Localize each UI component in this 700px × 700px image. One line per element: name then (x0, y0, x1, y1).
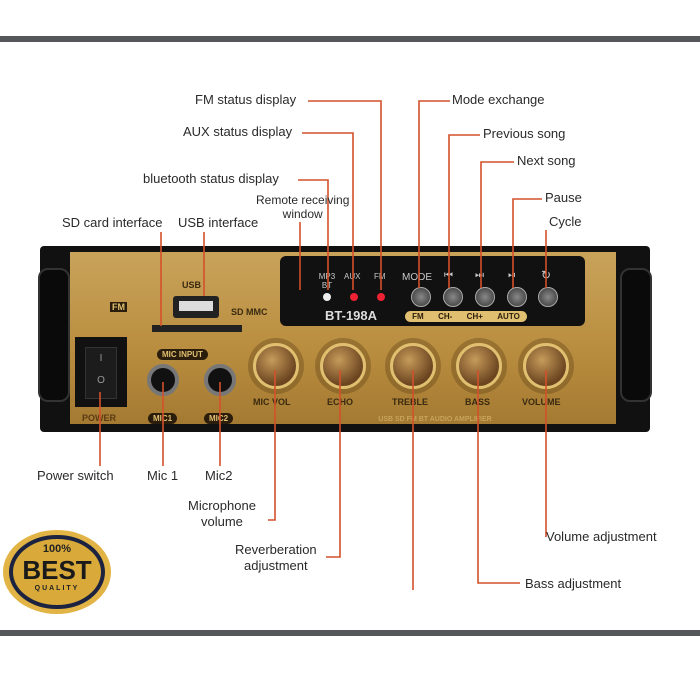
line-bass (477, 370, 520, 584)
line-next (480, 161, 514, 288)
mic-input-label: MIC INPUT (157, 349, 208, 360)
badge-seal-icon (3, 530, 111, 614)
callout-prev: Previous song (483, 126, 566, 141)
callout-power: Power switch (37, 468, 114, 483)
bottom-border (0, 630, 700, 636)
aux-status-led (350, 293, 358, 301)
sub-ch-plus: CH+ (466, 312, 483, 321)
callout-next: Next song (517, 153, 576, 168)
sub-fm: FM (412, 312, 424, 321)
sd-card-slot[interactable] (152, 325, 242, 332)
line-mode (418, 100, 450, 288)
line-echo (326, 370, 341, 558)
badge-main: BEST (22, 555, 92, 585)
bt-status-led (323, 293, 331, 301)
volume-label: VOLUME (522, 397, 561, 407)
callout-pause: Pause (545, 190, 582, 205)
callout-usb: USB interface (178, 215, 259, 230)
prev-button[interactable] (443, 287, 463, 307)
callout-cycle: Cycle (549, 214, 582, 229)
callout-mic-vol: Microphone volume (188, 498, 256, 530)
right-handle (620, 268, 652, 402)
badge-bottom: QUALITY (34, 585, 80, 592)
mic1-jack[interactable] (147, 364, 179, 396)
callout-aux-status: AUX status display (183, 124, 293, 139)
sub-auto: AUTO (497, 312, 520, 321)
top-border (0, 36, 700, 42)
usb-port[interactable] (173, 296, 219, 318)
line-pause (512, 198, 542, 288)
callout-fm-status: FM status display (195, 92, 297, 107)
callout-remote: Remote receiving window (256, 193, 349, 221)
sd-mmc-label: SD MMC (231, 307, 268, 317)
fm-label: FM (374, 272, 386, 281)
mic-vol-label: MIC VOL (253, 397, 291, 407)
play-pause-symbol: ⏯ (508, 270, 516, 281)
left-handle (38, 268, 70, 402)
callout-bass: Bass adjustment (525, 576, 622, 591)
next-button[interactable] (475, 287, 495, 307)
echo-knob[interactable] (320, 343, 366, 389)
line-bt-status (298, 179, 329, 290)
callout-mode: Mode exchange (452, 92, 545, 107)
sub-ch-minus: CH- (438, 312, 453, 321)
best-quality-badge: 100% BEST QUALITY (2, 527, 112, 617)
model-label: BT-198A (325, 308, 378, 323)
line-aux-status (302, 132, 354, 290)
mp3-bt-label: MP3 BT (318, 272, 336, 290)
button-sublabels: FM CH- CH+ AUTO (405, 311, 527, 322)
pause-button[interactable] (507, 287, 527, 307)
callout-volume: Volume adjustment (546, 529, 657, 544)
cycle-button[interactable] (538, 287, 558, 307)
treble-label: TREBLE (392, 397, 428, 407)
callout-reverb-line1: Reverberation (235, 542, 317, 557)
mode-button[interactable] (411, 287, 431, 307)
fm-status-led (377, 293, 385, 301)
footer-strip: USB SD FM BT AUDIO AMPLIFIER (378, 416, 492, 423)
mode-label: MODE (402, 272, 432, 283)
callout-mic2: Mic2 (205, 468, 233, 483)
callout-reverb-line2: adjustment (244, 558, 308, 573)
line-prev (448, 134, 480, 288)
power-label: POWER (82, 413, 117, 423)
usb-label: USB (182, 280, 202, 290)
mic2-label: MIC2 (204, 413, 234, 424)
bass-knob[interactable] (456, 343, 502, 389)
fm-logo: FM (110, 302, 127, 312)
callout-sd-card: SD card interface (62, 215, 163, 230)
line-mic-vol (268, 370, 276, 521)
badge-top: 100% (42, 543, 72, 555)
next-symbol: ⏭ (475, 270, 484, 281)
callout-bt-status: bluetooth status display (143, 171, 279, 186)
mic-vol-knob[interactable] (253, 343, 299, 389)
callout-mic-vol-line2: volume (201, 514, 243, 529)
callout-reverb: Reverberation adjustment (235, 542, 317, 574)
callout-mic-vol-line1: Microphone (188, 498, 256, 513)
callout-mic1: Mic 1 (147, 468, 179, 483)
line-fm-status (308, 100, 382, 290)
callout-remote-line1: Remote receiving (256, 193, 350, 207)
callout-remote-line2: window (282, 207, 323, 221)
